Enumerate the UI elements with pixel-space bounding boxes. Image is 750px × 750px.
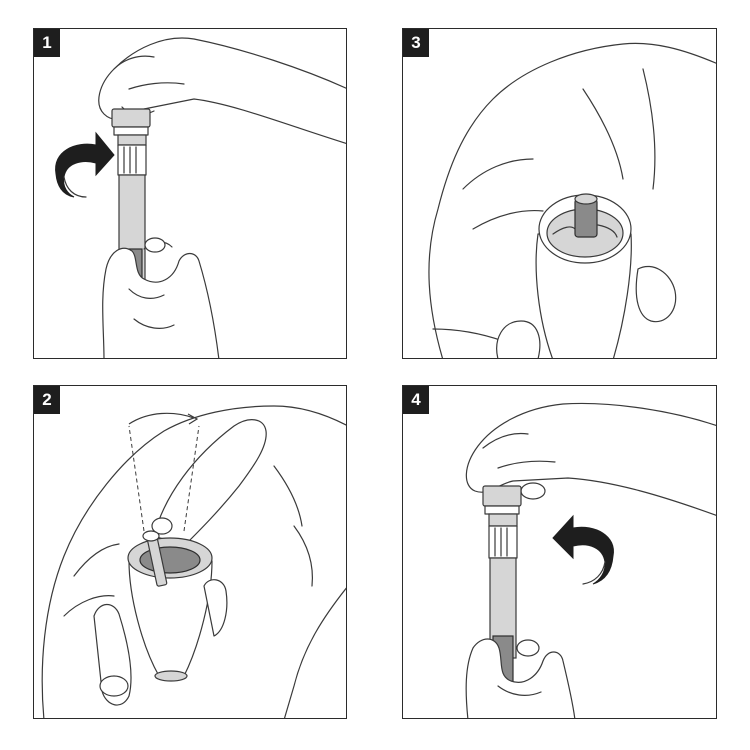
step-2-panel: 2: [33, 385, 347, 719]
step-1-panel: 1: [33, 28, 347, 359]
step-2-illustration: [41, 405, 346, 718]
step-3-number: 3: [403, 29, 429, 57]
step-1-number: 1: [34, 29, 60, 57]
step-2-number: 2: [34, 386, 60, 414]
step-4-illustration: [465, 402, 716, 718]
step-3-panel: 3: [402, 28, 717, 359]
step-1-illustration: [55, 37, 346, 358]
step-4-panel: 4: [402, 385, 717, 719]
step-4-number: 4: [403, 386, 429, 414]
step-3-illustration: [428, 42, 716, 358]
